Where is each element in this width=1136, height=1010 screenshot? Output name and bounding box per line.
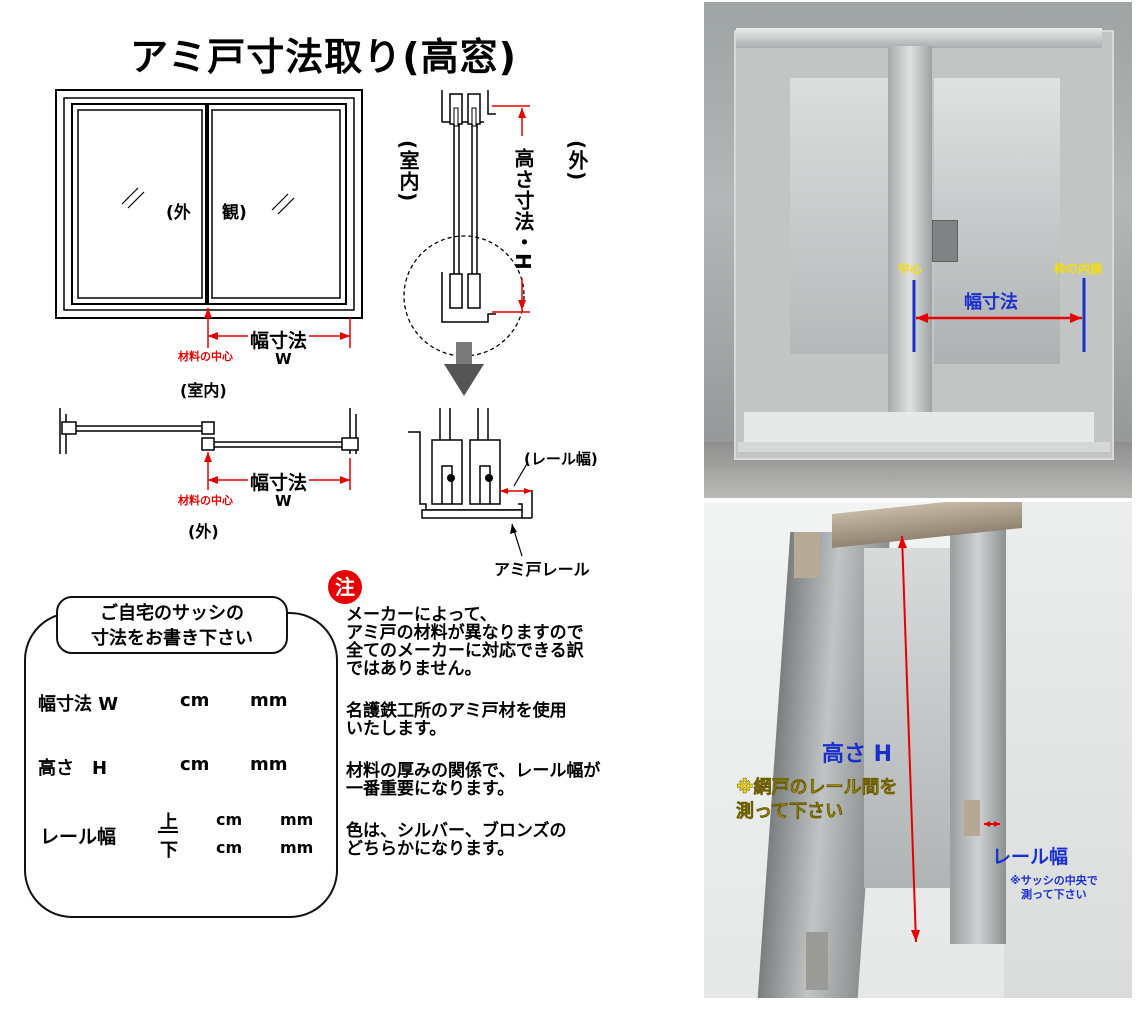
indoor-label: (室内) [396, 140, 420, 203]
top-rail [736, 28, 1102, 48]
front-center-label: 材料の中心 [178, 350, 233, 363]
height-unit-cm[interactable]: cm [180, 754, 210, 775]
center-measure-note-line-1: ※サッシの中央で [1010, 874, 1098, 887]
left-glass [790, 78, 894, 354]
rail-lower-mm[interactable]: mm [280, 838, 314, 857]
note-2-line-2: いたします。 [346, 719, 447, 739]
corner-block-top [794, 532, 820, 578]
section-view-diagram [403, 90, 533, 557]
center-stile [888, 46, 932, 442]
form-title-line-2: 寸法をお書き下さい [91, 628, 253, 649]
outside-label-left: (外 [166, 203, 191, 223]
note-4-line-1: 色は、シルバー、ブロンズの [346, 821, 567, 841]
photo-height-label: 高さ H [822, 742, 893, 767]
rail-lower-label: 下 [160, 840, 178, 861]
page-title: アミ戸寸法取り(高窓) [130, 35, 517, 79]
inner-frame-label: 枠の内側 [1054, 262, 1103, 276]
note-1-line-1: メーカーによって、 [346, 605, 497, 625]
lock-handle [932, 220, 958, 262]
front-view-diagram [55, 89, 363, 348]
height-dimension-label: 高さ寸法・H [511, 148, 535, 271]
room-label: (室内) [180, 381, 227, 400]
rail-upper-label: 上 [160, 812, 178, 833]
bottom-rail [744, 412, 1094, 442]
rail-width-label: (レール幅) [524, 450, 598, 468]
form-title: ご自宅のサッシの 寸法をお書き下さい [56, 596, 288, 654]
height-row-label: 高さ H [38, 758, 108, 779]
rail-gap-note-line-2: 測って下さい [736, 801, 844, 823]
note-badge: 注 [328, 570, 362, 604]
top-w-symbol: W [275, 492, 292, 510]
rail-upper-mm[interactable]: mm [280, 810, 314, 829]
width-unit-cm[interactable]: cm [180, 690, 210, 711]
rail-photo [704, 502, 1132, 998]
front-w-symbol: W [275, 350, 292, 368]
sill [738, 442, 1110, 452]
window-photo-overlay [912, 278, 1086, 352]
note-3-line-2: 一番重要になります。 [346, 779, 515, 799]
outdoor-label: (外) [565, 140, 589, 182]
top-center-label: 材料の中心 [178, 494, 233, 507]
form-title-line-1: ご自宅のサッシの [100, 603, 244, 624]
notes-block: メーカーによって、 アミ戸の材料が異なりますので 全てのメーカーに対応できる訳 … [346, 606, 600, 858]
photo-rail-width-label: レール幅 [992, 846, 1069, 868]
rail-lower-cm[interactable]: cm [216, 838, 243, 857]
front-width-label: 幅寸法 [248, 326, 310, 353]
rail-block [964, 800, 980, 836]
width-unit-mm[interactable]: mm [250, 690, 288, 711]
note-2-line-1: 名護鉄工所のアミ戸材を使用 [346, 701, 567, 721]
rail-row-label: レール幅 [40, 826, 117, 848]
center-label: 中心 [898, 262, 923, 276]
note-1-line-4: ではありません。 [346, 659, 482, 679]
width-row-label: 幅寸法 W [38, 694, 119, 715]
corner-block-bottom [806, 932, 828, 990]
outside-label: (外) [188, 522, 219, 541]
note-4-line-2: どちらかになります。 [346, 839, 515, 859]
rail-gap-note-line-1: ※網戸のレール間を [736, 777, 898, 799]
photo-width-label: 幅寸法 [964, 292, 1018, 313]
rail-photo-overlay [898, 535, 1000, 943]
note-3-line-1: 材料の厚みの関係で、レール幅が [346, 761, 601, 781]
note-1-line-2: アミ戸の材料が異なりますので [346, 623, 584, 643]
center-measure-note-line-2: 測って下さい [1021, 888, 1087, 901]
rail-upper-cm[interactable]: cm [216, 810, 243, 829]
outside-label-right: 観) [222, 203, 247, 223]
rail-divider [158, 831, 178, 833]
window-photo [704, 2, 1132, 498]
note-1-line-3: 全てのメーカーに対応できる訳 [346, 641, 584, 661]
right-stile [950, 524, 1006, 944]
top-view-diagram [59, 408, 359, 490]
top-width-label: 幅寸法 [248, 468, 310, 495]
rail-gap-note: ※網戸のレール間を 測って下さい [736, 776, 898, 824]
center-measure-note: ※サッシの中央で 測って下さい [1010, 874, 1098, 902]
height-unit-mm[interactable]: mm [250, 754, 288, 775]
screen-rail-label: アミ戸レール [494, 560, 590, 579]
wall [1004, 502, 1132, 998]
